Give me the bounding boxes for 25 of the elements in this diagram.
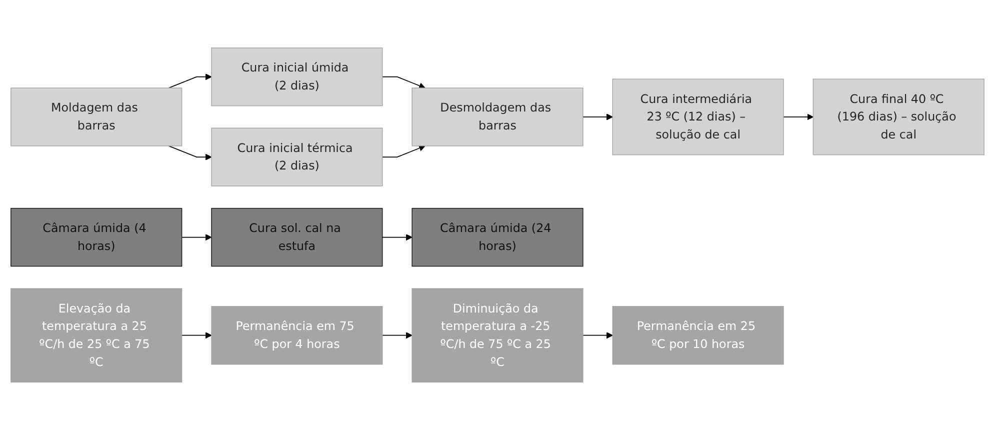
arrow [582,332,613,339]
node-box [612,306,784,365]
node-box [412,88,584,146]
arrow [783,114,814,120]
node-box [211,208,383,267]
arrow [582,114,613,120]
arrow [168,145,212,160]
node-box [412,208,584,267]
arrow [382,332,412,339]
arrow [382,76,426,89]
arrow [382,145,426,158]
node-box [412,288,584,383]
node-box [10,288,182,383]
arrow [382,234,412,241]
node-box [612,78,784,156]
flowchart-diagram: Moldagem das barras Cura inicial úmida (2 dias) Cura inicial térmica (2 dias) Desmoldagem das barras Cura intermediária 23 ºC (12 dias) – solução de cal Cura final 40 ºC (196 dias) – solução de cal Câmara úmida (4 horas) Cura sol. cal na estufa Câmara úmida (24 horas) Elevação da temperatura a 25 ºC/h de 25 ºC a 75 ºC Permanência em 75 ºC por 4 horas Diminuição da temperatura a -25 ºC/h de 75 ºC a 25 ºC Permanência em 25 ºC por 10 horas [5,5,990,425]
node-box [10,208,182,267]
node-box [211,128,383,186]
arrow [168,74,212,88]
node-box [211,47,383,106]
arrow [181,234,212,241]
node-box [10,88,182,146]
arrow [181,332,212,339]
node-box [812,78,984,156]
node-box [211,306,383,365]
